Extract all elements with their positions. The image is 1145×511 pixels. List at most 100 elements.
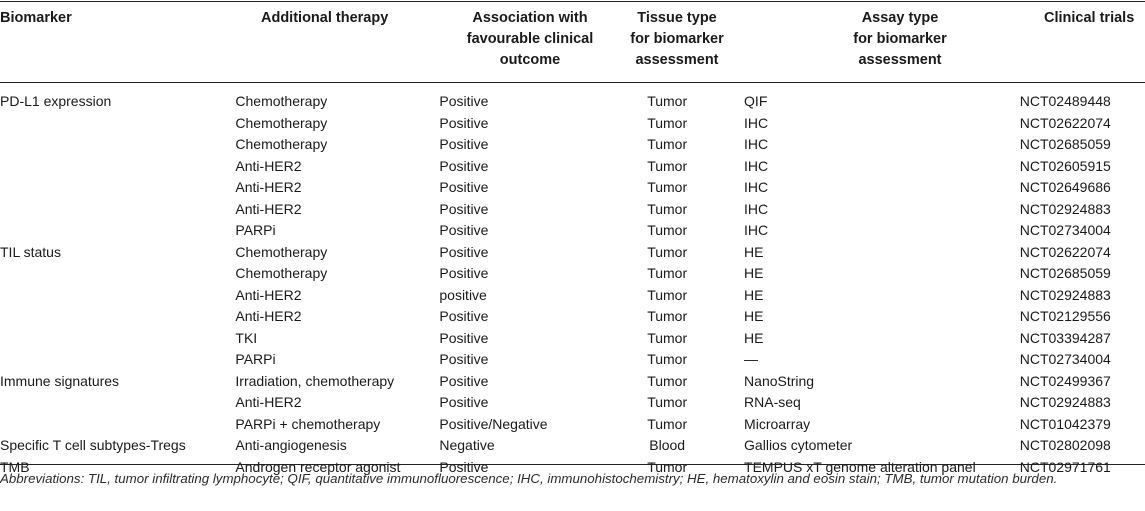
cell-biomarker	[0, 392, 235, 414]
cell-tissue: Tumor	[647, 136, 688, 152]
table-row: PARPi + chemotherapy Positive/Negative Tum…	[0, 414, 1145, 436]
cell-association: Positive	[439, 308, 489, 324]
cell-biomarker	[0, 156, 235, 178]
abbreviations-footnote: Abbreviations: TIL, tumor infiltrating l…	[0, 471, 1058, 486]
cell-therapy: Anti-HER2	[235, 286, 302, 303]
cell-tissue: Tumor	[647, 351, 688, 367]
cell-biomarker	[0, 177, 235, 199]
cell-association: Positive	[439, 372, 489, 389]
header-tissue-type: Tissue type for biomarker assessment	[630, 10, 724, 68]
cell-association: Positive	[439, 243, 489, 260]
cell-therapy: PARPi + chemotherapy	[235, 415, 381, 432]
cell-assay: IHC	[744, 114, 769, 131]
cell-trial: NCT02499367	[1019, 372, 1111, 389]
cell-biomarker	[0, 220, 235, 242]
cell-therapy: Chemotherapy	[235, 136, 328, 152]
cell-tissue: Tumor	[647, 157, 688, 174]
cell-biomarker: TMB	[0, 458, 30, 475]
cell-tissue: Tumor	[647, 458, 688, 475]
cell-tissue: Tumor	[647, 114, 688, 131]
cell-therapy: Anti-HER2	[235, 394, 302, 410]
cell-trial: NCT03394287	[1019, 329, 1111, 346]
cell-association: Positive	[439, 265, 489, 281]
cell-biomarker	[0, 113, 235, 135]
header-additional-therapy: Additional therapy	[261, 10, 389, 26]
cell-therapy: PARPi	[235, 351, 276, 367]
cell-assay: IHC	[744, 200, 769, 217]
cell-trial: NCT02685059	[1019, 265, 1111, 281]
cell-association: positive	[439, 286, 487, 303]
cell-biomarker	[0, 328, 235, 350]
cell-biomarker	[0, 285, 235, 307]
table-row: Anti-HER2 positive Tumor HE NCT02924883	[0, 285, 1145, 307]
cell-biomarker	[0, 199, 235, 221]
cell-assay: Microarray	[744, 415, 811, 432]
cell-biomarker: Specific T cell subtypes-Tregs	[0, 437, 186, 453]
cell-tissue: Tumor	[647, 93, 688, 109]
cell-assay: IHC	[744, 157, 769, 174]
cell-tissue: Tumor	[647, 394, 688, 410]
cell-trial: NCT02924883	[1019, 286, 1111, 303]
cell-therapy: Anti-angiogenesis	[235, 437, 347, 453]
cell-therapy: Chemotherapy	[235, 265, 328, 281]
cell-trial: NCT02802098	[1019, 437, 1111, 453]
cell-assay: —	[744, 351, 759, 367]
cell-association: Positive	[439, 222, 489, 238]
cell-assay: HE	[744, 286, 764, 303]
cell-trial: NCT02734004	[1019, 222, 1111, 238]
cell-assay: IHC	[744, 136, 769, 152]
top-rule	[0, 1, 1145, 2]
header-assay-type: Assay type for biomarker assessment	[853, 10, 947, 68]
cell-assay: TEMPUS xT genome alteration panel	[744, 458, 976, 475]
cell-tissue: Tumor	[647, 329, 688, 346]
cell-association: Negative	[439, 437, 495, 453]
cell-biomarker	[0, 349, 235, 371]
cell-assay: IHC	[744, 222, 769, 238]
cell-association: Positive	[439, 351, 489, 367]
cell-association: Positive	[439, 329, 489, 346]
cell-biomarker	[0, 263, 235, 285]
cell-tissue: Blood	[649, 437, 686, 453]
cell-tissue: Tumor	[647, 265, 688, 281]
cell-tissue: Tumor	[647, 200, 688, 217]
cell-trial: NCT02685059	[1019, 136, 1111, 152]
cell-association: Positive	[439, 93, 489, 109]
header-association: Association with favourable clinical out…	[466, 10, 594, 68]
cell-assay: RNA-seq	[744, 394, 801, 410]
cell-association: Positive	[439, 394, 489, 410]
header-biomarker: Biomarker	[0, 10, 72, 26]
cell-association: Positive	[439, 179, 489, 195]
cell-association: Positive	[439, 200, 489, 217]
cell-assay: Gallios cytometer	[744, 437, 853, 453]
cell-tissue: Tumor	[647, 308, 688, 324]
cell-therapy: Chemotherapy	[235, 93, 328, 109]
cell-association: Positive/Negative	[439, 415, 548, 432]
cell-therapy: Androgen receptor agonist	[235, 458, 401, 475]
cell-therapy: Anti-HER2	[235, 179, 302, 195]
table-row: Specific T cell subtypes-Tregs Anti-angio…	[0, 435, 1145, 457]
cell-assay: NanoString	[744, 372, 815, 389]
cell-tissue: Tumor	[647, 286, 688, 303]
cell-assay: IHC	[744, 179, 769, 195]
cell-assay: HE	[744, 243, 764, 260]
cell-therapy: Chemotherapy	[235, 114, 328, 131]
cell-biomarker: TIL status	[0, 243, 61, 260]
cell-tissue: Tumor	[647, 415, 688, 432]
cell-biomarker	[0, 134, 235, 156]
cell-trial: NCT01042379	[1019, 415, 1111, 432]
cell-assay: HE	[744, 308, 764, 324]
